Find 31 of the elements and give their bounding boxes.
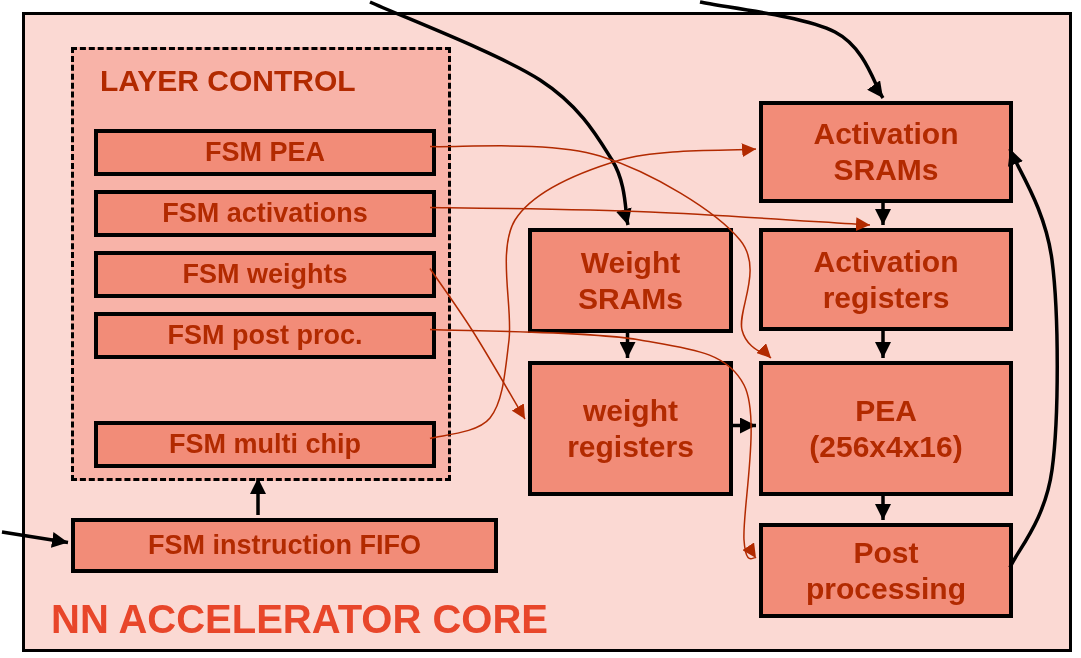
process-box: FSM multi chip: [94, 421, 436, 468]
arrow: [429, 267, 526, 420]
arrow: [875, 200, 891, 225]
arrow: [875, 328, 891, 358]
arrow: [429, 206, 871, 232]
process-box: FSM weights: [94, 251, 436, 298]
process-box: Activation SRAMs: [759, 101, 1013, 203]
arrow: [875, 493, 891, 520]
arrow: [429, 328, 757, 560]
arrow: [429, 142, 757, 440]
arrow: [1008, 148, 1059, 569]
arrow: [699, 0, 885, 99]
arrow: [250, 478, 266, 515]
core-frame: [22, 12, 1072, 652]
arrow: [1, 530, 69, 548]
group-frame: [71, 47, 451, 481]
process-box: Weight SRAMs: [528, 228, 733, 333]
process-box: Activation registers: [759, 228, 1013, 331]
arrow: [369, 0, 633, 226]
group-title: LAYER CONTROL: [100, 64, 356, 98]
process-box: weight registers: [528, 361, 733, 496]
arrow: [429, 145, 772, 359]
process-box: FSM activations: [94, 190, 436, 237]
process-box: FSM instruction FIFO: [71, 518, 498, 573]
process-box: Post processing: [759, 523, 1013, 618]
process-box: FSM PEA: [94, 129, 436, 176]
process-box: FSM post proc.: [94, 312, 436, 359]
arrow: [619, 330, 636, 358]
group-title: NN ACCELERATOR CORE: [51, 597, 549, 642]
process-box: PEA (256x4x16): [759, 361, 1013, 496]
arrow: [730, 417, 756, 434]
